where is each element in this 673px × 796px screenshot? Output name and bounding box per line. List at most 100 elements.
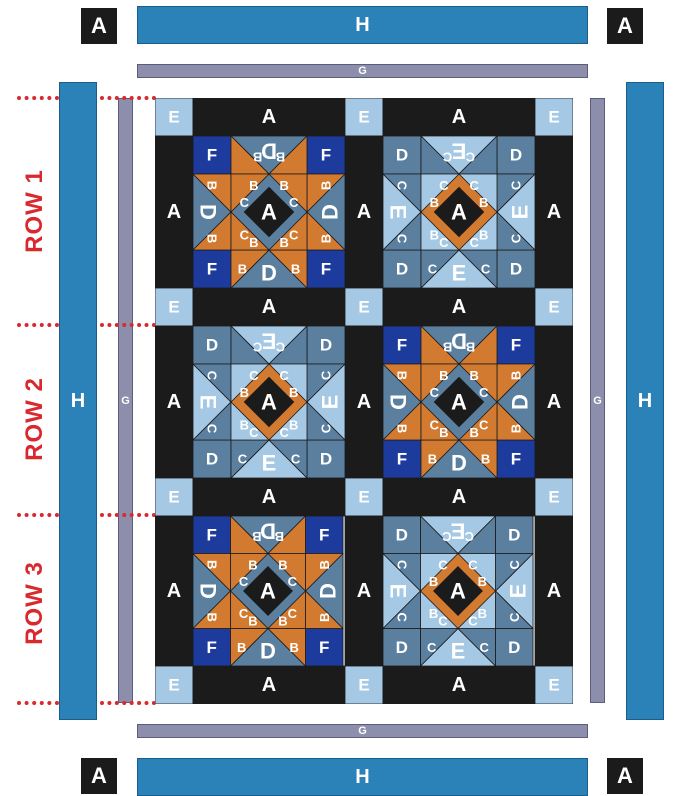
inner-border-strip-left: G bbox=[118, 98, 133, 703]
cornerstone-label: E bbox=[168, 108, 179, 127]
block-center-diamond bbox=[243, 566, 293, 616]
block-inner-point-label: C bbox=[439, 178, 449, 193]
block-corner-square bbox=[192, 515, 231, 554]
block-star-point-label: C bbox=[291, 452, 301, 467]
block-center-diamond bbox=[433, 566, 483, 616]
block-corner-label: F bbox=[511, 336, 521, 355]
block-side-label: D bbox=[507, 394, 532, 410]
block-side-label: E bbox=[262, 329, 277, 354]
block-side-label: E bbox=[386, 205, 411, 220]
block-star-point-label: C bbox=[507, 612, 522, 622]
border-strip-bottom: H bbox=[137, 758, 588, 796]
block-inner-point-label: B bbox=[280, 235, 289, 250]
block-center-corner bbox=[268, 211, 308, 251]
block-inner-point-label: C bbox=[439, 235, 449, 250]
block-corner-label: D bbox=[320, 336, 332, 355]
block-inner-point-label: C bbox=[470, 235, 480, 250]
cornerstone-e bbox=[534, 287, 573, 327]
block-inner-label: B bbox=[430, 195, 439, 210]
block-corner-label: D bbox=[510, 146, 522, 165]
block-star-point-label: B bbox=[253, 149, 262, 164]
block-star-point-label: B bbox=[319, 181, 334, 190]
block-star-point-label: C bbox=[441, 529, 451, 544]
block-side-label: D bbox=[260, 639, 276, 664]
block-inner-label: B bbox=[429, 606, 438, 621]
inner-border-strip-right: G bbox=[590, 98, 605, 703]
block-corner-label: F bbox=[397, 336, 407, 355]
block-side-label: E bbox=[262, 450, 277, 475]
block-star-point-label: C bbox=[275, 339, 285, 354]
inner-border-strip-bottom: G bbox=[137, 724, 588, 738]
block-star-point-label: B bbox=[466, 339, 475, 354]
block-corner-square bbox=[192, 249, 232, 289]
block-star-point-label: B bbox=[238, 262, 247, 277]
block-side-label: E bbox=[452, 260, 467, 285]
block-inner-label: B bbox=[430, 227, 439, 242]
block-star-point-label: B bbox=[204, 613, 219, 622]
strip-label: H bbox=[355, 13, 370, 36]
block-corner-label: D bbox=[510, 260, 522, 279]
block-star-point-label: B bbox=[443, 339, 452, 354]
block-corner-label: F bbox=[319, 638, 329, 657]
block-inner-label: C bbox=[289, 195, 299, 210]
block-corner-square bbox=[306, 135, 346, 175]
block-corner-label: D bbox=[396, 525, 408, 544]
block-center-corner bbox=[230, 401, 270, 441]
block-inner-label: C bbox=[288, 606, 298, 621]
row-3-label: ROW 3 bbox=[21, 561, 48, 645]
block-inner-label: B bbox=[479, 195, 488, 210]
block-corner-label: D bbox=[206, 336, 218, 355]
block-star-point-label: C bbox=[252, 339, 262, 354]
row-1-label: ROW 1 bbox=[21, 169, 48, 253]
strip-label: G bbox=[358, 725, 367, 737]
cornerstone-e bbox=[344, 287, 384, 327]
block-center-corner bbox=[420, 363, 460, 403]
sashing-label: A bbox=[452, 106, 466, 128]
block-star-point-label: B bbox=[395, 424, 410, 433]
corner-square-bottom-right: A bbox=[607, 758, 643, 794]
block-inner-label: B bbox=[289, 417, 298, 432]
block-star-point-label: C bbox=[319, 370, 334, 380]
block-corner-square bbox=[496, 439, 536, 479]
corner-square-top-left: A bbox=[81, 8, 117, 44]
block-inner-point-label: B bbox=[278, 614, 287, 629]
block-center-corner bbox=[230, 590, 269, 629]
block-center-corner bbox=[268, 173, 308, 213]
block-inner-label: B bbox=[289, 385, 298, 400]
block-star-point-label: B bbox=[290, 640, 299, 655]
sashing-label: A bbox=[452, 674, 466, 696]
block-corner-label: D bbox=[508, 525, 520, 544]
block-side-label: E bbox=[451, 519, 466, 544]
block-star-point-label: C bbox=[465, 149, 475, 164]
block-inner-point-label: C bbox=[249, 425, 259, 440]
row-divider bbox=[100, 701, 156, 705]
cornerstone-label: E bbox=[548, 676, 559, 695]
block-inner-point-label: B bbox=[470, 368, 479, 383]
block-center-corner bbox=[230, 363, 270, 403]
sashing-a bbox=[192, 665, 346, 704]
row-divider bbox=[17, 96, 59, 100]
block-corner-square bbox=[306, 325, 346, 365]
corner-square-bottom-left: A bbox=[81, 758, 117, 794]
block-inner-label: C bbox=[289, 227, 299, 242]
block-inner-point-label: C bbox=[280, 425, 290, 440]
block-inner-label: C bbox=[479, 417, 489, 432]
block-inner-point-label: B bbox=[280, 178, 289, 193]
block-corner-label: F bbox=[207, 638, 217, 657]
cornerstone-label: E bbox=[358, 108, 369, 127]
block-corner-square bbox=[495, 628, 534, 667]
block-inner-point-label: C bbox=[438, 614, 448, 629]
sashing-label: A bbox=[357, 201, 371, 223]
block-corner-label: D bbox=[508, 638, 520, 657]
sashing-label: A bbox=[547, 580, 561, 602]
block-star-point-label: B bbox=[395, 371, 410, 380]
block-star-point-label: C bbox=[481, 262, 491, 277]
sashing-a bbox=[155, 515, 194, 667]
sashing-label: A bbox=[167, 580, 181, 602]
sashing-label: A bbox=[452, 486, 466, 508]
block-inner-point-label: B bbox=[248, 614, 257, 629]
strip-label: G bbox=[358, 65, 367, 77]
block-star-point-label: C bbox=[238, 452, 248, 467]
block-inner-point-label: B bbox=[439, 425, 448, 440]
